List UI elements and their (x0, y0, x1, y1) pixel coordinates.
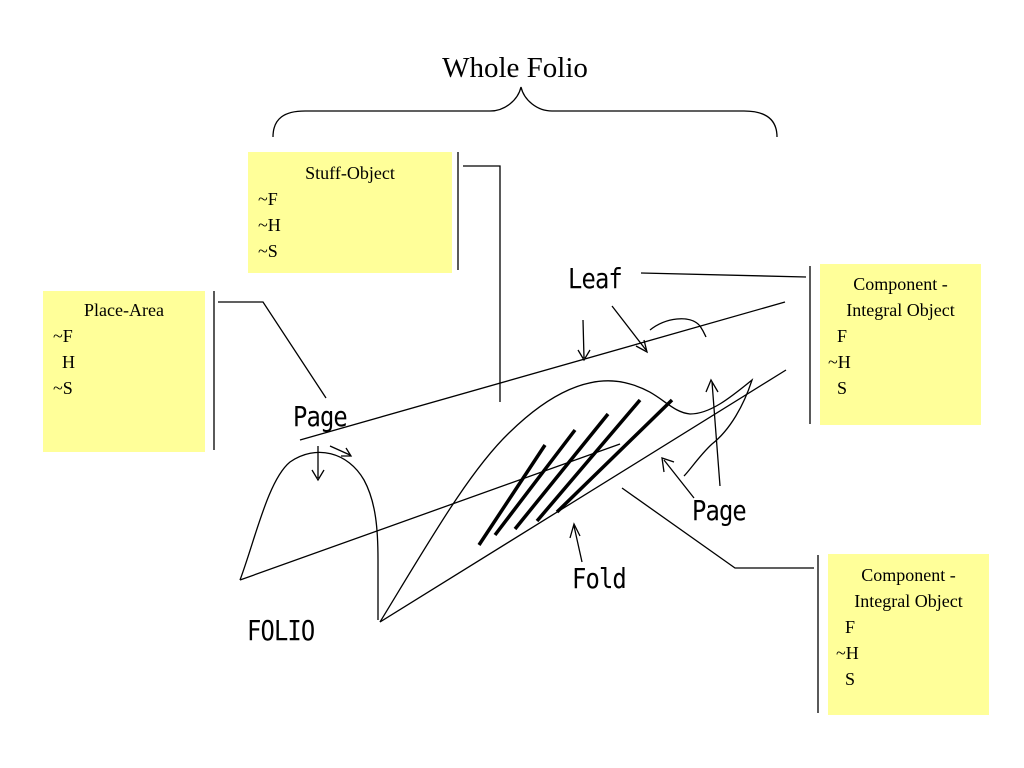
fold-line (379, 369, 787, 623)
stuff-object-box: Stuff-Object ~F ~H ~S (248, 152, 452, 273)
diagram-title: Whole Folio (442, 52, 588, 84)
component-leaf-box: Component - Integral Object F ~H S (820, 264, 981, 425)
component-leaf-line: S (828, 378, 848, 398)
stuff-object-line: ~H (258, 215, 281, 235)
place-area-line: ~F (53, 326, 73, 346)
leaf-leader (640, 266, 811, 424)
component-page-line: ~H (836, 643, 859, 663)
folio-label: FOLIO (247, 614, 315, 647)
page-label-left: Page (293, 400, 348, 433)
page-label-right: Page (692, 494, 747, 527)
place-area-leader (213, 291, 327, 450)
place-area-box: Place-Area ~F H ~S (43, 291, 205, 452)
component-page-heading: Integral Object (854, 591, 963, 611)
top-edge (299, 301, 786, 441)
place-area-line: H (53, 352, 75, 372)
component-leaf-heading: Component - (853, 274, 948, 294)
stuff-object-heading: Stuff-Object (305, 163, 395, 183)
stuff-object-line: ~S (258, 241, 278, 261)
leaf-lip (649, 318, 707, 338)
component-page-line: F (836, 617, 856, 637)
leaf-label: Leaf (568, 262, 623, 295)
place-area-line: ~S (53, 378, 73, 398)
left-page-curve (239, 451, 379, 620)
left-base (239, 443, 621, 581)
whole-folio-brace (272, 86, 778, 138)
arrows (311, 305, 721, 563)
component-page-box: Component - Integral Object F ~H S (828, 554, 989, 715)
component-leaf-line: ~H (828, 352, 851, 372)
component-page-line: S (836, 669, 856, 689)
stuff-object-line: ~F (258, 189, 278, 209)
component-leaf-line: F (828, 326, 848, 346)
stuff-object-leader (457, 152, 501, 402)
place-area-heading: Place-Area (84, 300, 164, 320)
component-page-heading: Component - (861, 565, 956, 585)
fold-label: Fold (572, 562, 627, 595)
leaf-curve (379, 378, 754, 623)
component-leaf-heading: Integral Object (846, 300, 955, 320)
page-leader (621, 487, 819, 713)
